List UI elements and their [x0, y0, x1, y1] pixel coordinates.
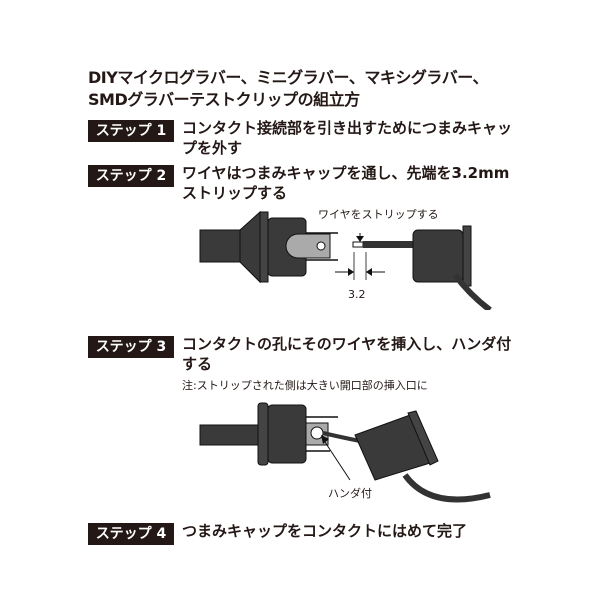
dimension-label: 3.2	[348, 288, 366, 301]
step-3-text: コンタクトの孔にそのワイヤを挿入し、ハンダ付する	[182, 335, 512, 373]
step-4-badge: ステップ 4	[88, 523, 174, 545]
solder-diagram	[199, 402, 491, 503]
solder-label: ハンダ付	[328, 487, 372, 500]
step-1-text: コンタクト接続部を引き出すためにつまみキャップを外す	[182, 119, 513, 157]
step-2-text: ワイヤはつまみキャップを通し、先端を3.2mmストリップする	[182, 164, 510, 202]
step-3-badge: ステップ 3	[88, 336, 174, 358]
page-title-line1: DIYマイクログラバー、ミニグラバー、マキシグラバー、	[88, 68, 489, 87]
step-4-text: つまみキャップをコンタクトにはめて完了	[182, 522, 468, 540]
wire-strip-diagram	[199, 210, 492, 310]
step-1-badge: ステップ 1	[88, 120, 174, 142]
step-3-note: 注:ストリップされた側は大きい開口部の挿入口に	[182, 379, 428, 392]
step-2-badge: ステップ 2	[88, 165, 174, 187]
strip-wire-label: ワイヤをストリップする	[318, 208, 439, 221]
page-title-line2: SMDグラバーテストクリップの組立方	[88, 90, 360, 109]
